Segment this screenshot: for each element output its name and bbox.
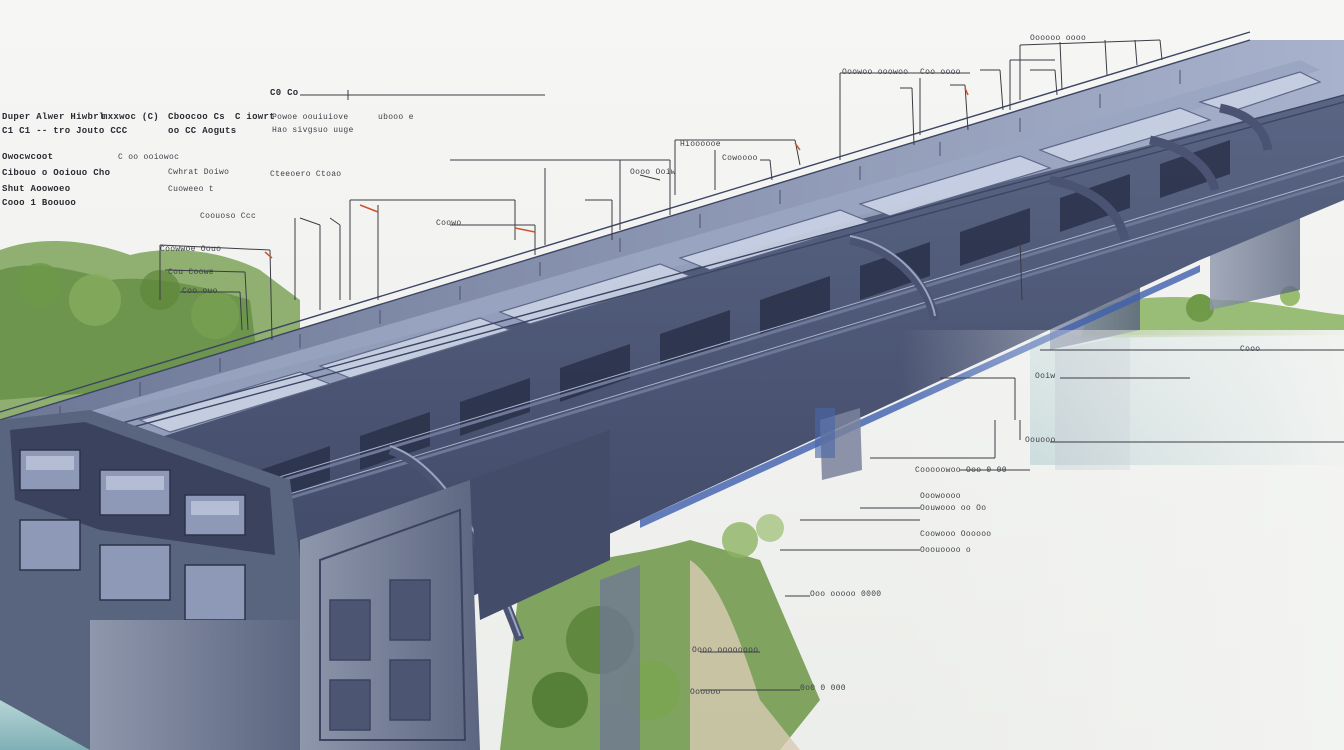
callout-label: Coowwoe Oouo <box>160 245 222 254</box>
callout-label: 0o0 0 000 <box>800 684 846 693</box>
callout-label: C0 Co <box>270 88 299 98</box>
callout-label: Hao sivgsuo uuge <box>272 126 354 135</box>
callout-label: Cuoweeo t <box>168 185 214 194</box>
callout-label: Coowo <box>436 219 462 228</box>
callout-label: Shut Aoowoeo <box>2 184 71 194</box>
callout-label: Hioooooe <box>680 140 721 149</box>
callout-label: C iowrt <box>235 112 275 122</box>
callout-label: Oooo Ooiw <box>630 168 676 177</box>
mid-pier <box>815 408 862 480</box>
callout-label: Ooowoo ooowoo <box>842 68 909 77</box>
callout-label: Oooooo oooo <box>1030 34 1087 43</box>
callout-label: Cibouo o Ooiouo Cho <box>2 168 111 178</box>
callout-label: Powoe oouiuiove <box>272 113 349 122</box>
callout-label: ubooo e <box>378 113 414 122</box>
callout-label: C oo ooiowoc <box>118 153 180 162</box>
callout-label: Coowooo Oooooo <box>920 530 992 539</box>
callout-label: Cowoooo <box>722 154 758 163</box>
callout-label: Cboocoo Cs <box>168 112 226 122</box>
callout-label: Coo ouo <box>182 287 218 296</box>
callout-label: Cooooowoo Ooo 0 00 <box>915 466 1007 475</box>
callout-label: Cooo 1 Boouoo <box>2 198 77 208</box>
callout-label: Cooo <box>1240 345 1261 354</box>
atmospheric-fade <box>900 330 1344 750</box>
callout-label: Ooiw <box>1035 372 1056 381</box>
callout-label: Oouwooo oo Oo <box>920 504 987 513</box>
callout-label: Ooowoooo <box>920 492 961 501</box>
accent-markers <box>264 87 969 259</box>
main-pier <box>300 430 640 750</box>
callout-label: oo CC Aoguts <box>168 126 237 136</box>
callout-label: Cteeoero Ctoao <box>270 170 342 179</box>
callout-label: Oooo oooooooo <box>692 646 759 655</box>
callout-label: Oooooo <box>690 688 721 697</box>
callout-label: C1 C1 -- tro Jouto CCC <box>2 126 128 136</box>
callout-label: Coo oooo <box>920 68 961 77</box>
callout-label: Duper Alwer Hiwbrl <box>2 112 105 122</box>
callout-label: Coouoso Ccc <box>200 212 257 221</box>
cutaway-section <box>0 410 300 750</box>
callout-label: Ooouoooo o <box>920 546 972 555</box>
callout-label: Cwhrat Doiwo <box>168 168 230 177</box>
callout-label: Oouooo <box>1025 436 1056 445</box>
callout-label: Owocwcoot <box>2 152 54 162</box>
callout-label: Cou Coowe <box>168 268 214 277</box>
callout-label: Ooo ooooo 0000 <box>810 590 882 599</box>
callout-label: mxxwoc (C) <box>102 112 160 122</box>
